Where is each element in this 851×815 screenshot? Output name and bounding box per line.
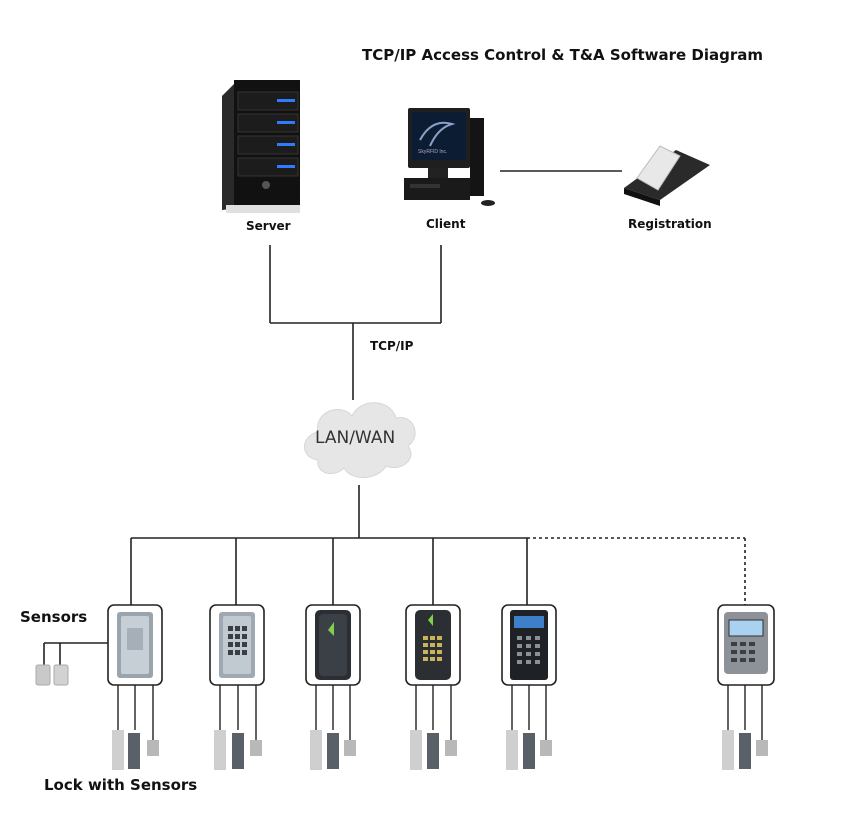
controller-6-lcd-terminal	[717, 604, 775, 686]
lan-wan-label: LAN/WAN	[315, 428, 396, 448]
client-computer-icon: SkyRFID Inc.	[404, 108, 495, 206]
registration-label: Registration	[628, 217, 712, 231]
diagram-title: TCP/IP Access Control & T&A Software Dia…	[362, 46, 764, 64]
lock-with-sensors-label: Lock with Sensors	[44, 776, 198, 794]
controller-1-proximity-reader	[107, 604, 163, 686]
registration-reader-icon	[624, 145, 710, 206]
client-label: Client	[426, 217, 466, 231]
lock-set-5	[506, 730, 552, 770]
sensors-icon	[35, 664, 69, 686]
server-icon	[222, 80, 300, 213]
tcpip-label: TCP/IP	[370, 339, 414, 353]
controller-4-dark-keypad-reader	[405, 604, 461, 686]
lan-wan-cloud	[304, 402, 416, 478]
controller-5-lcd-keypad-reader	[501, 604, 557, 686]
controller-2-metal-keypad	[209, 604, 265, 686]
lock-set-1	[112, 730, 159, 770]
lock-drop-lines	[117, 685, 763, 740]
lock-set-3	[310, 730, 356, 770]
server-label: Server	[246, 219, 291, 233]
sensors-label: Sensors	[20, 608, 88, 626]
lock-set-6	[722, 730, 768, 770]
lock-set-2	[214, 730, 262, 770]
connection-lines	[43, 170, 746, 665]
controller-3-dark-proximity-reader	[305, 604, 361, 686]
lock-set-4	[410, 730, 457, 770]
monitor-brand-text: SkyRFID Inc.	[418, 149, 447, 155]
